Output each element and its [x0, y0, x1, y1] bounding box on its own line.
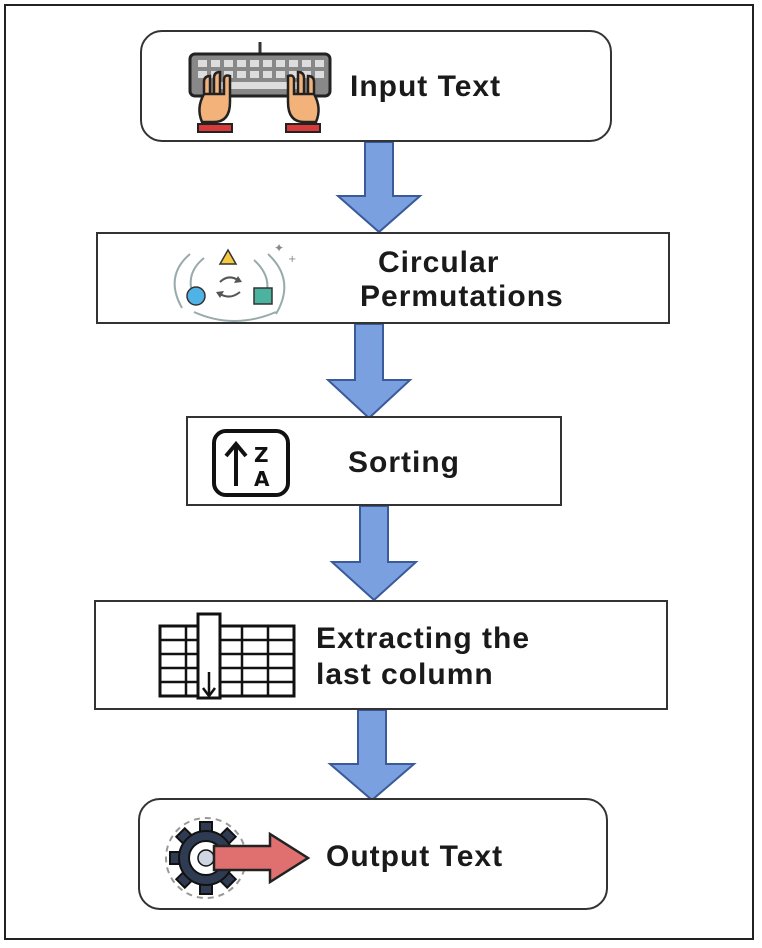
step-extracting-last-column: Extracting the last column [94, 600, 668, 710]
step-input-text-label: Input Text [350, 70, 502, 103]
step-circular-permutations-line-2: Permutations [360, 280, 564, 313]
step-extracting-line-2: last column [316, 658, 494, 691]
svg-text:+: + [288, 254, 296, 265]
step-sorting: Z A Sorting [186, 416, 562, 506]
step-output-text-label: Output Text [326, 840, 504, 873]
svg-text:✦: ✦ [274, 241, 284, 255]
svg-text:A: A [254, 467, 270, 491]
keyboard-hands-icon [188, 42, 332, 133]
gear-output-icon [165, 817, 311, 899]
diagram-frame: Input Text ✦ + Circular Permutations [4, 4, 754, 940]
step-extracting-line-1: Extracting the [316, 622, 531, 655]
arrow-4 [327, 710, 417, 802]
step-sorting-label: Sorting [348, 446, 460, 479]
step-circular-permutations-line-1: Circular [378, 246, 500, 279]
step-input-text: Input Text [140, 30, 612, 142]
arrow-1 [335, 142, 423, 234]
arrow-2 [325, 324, 413, 420]
arrow-3 [329, 506, 419, 602]
table-column-icon [158, 612, 296, 700]
svg-text:Z: Z [254, 443, 269, 467]
step-circular-permutations: ✦ + Circular Permutations [96, 232, 670, 324]
step-output-text: Output Text [138, 798, 608, 910]
circular-permutation-icon: ✦ + [173, 241, 296, 322]
sort-za-icon: Z A [212, 429, 290, 497]
